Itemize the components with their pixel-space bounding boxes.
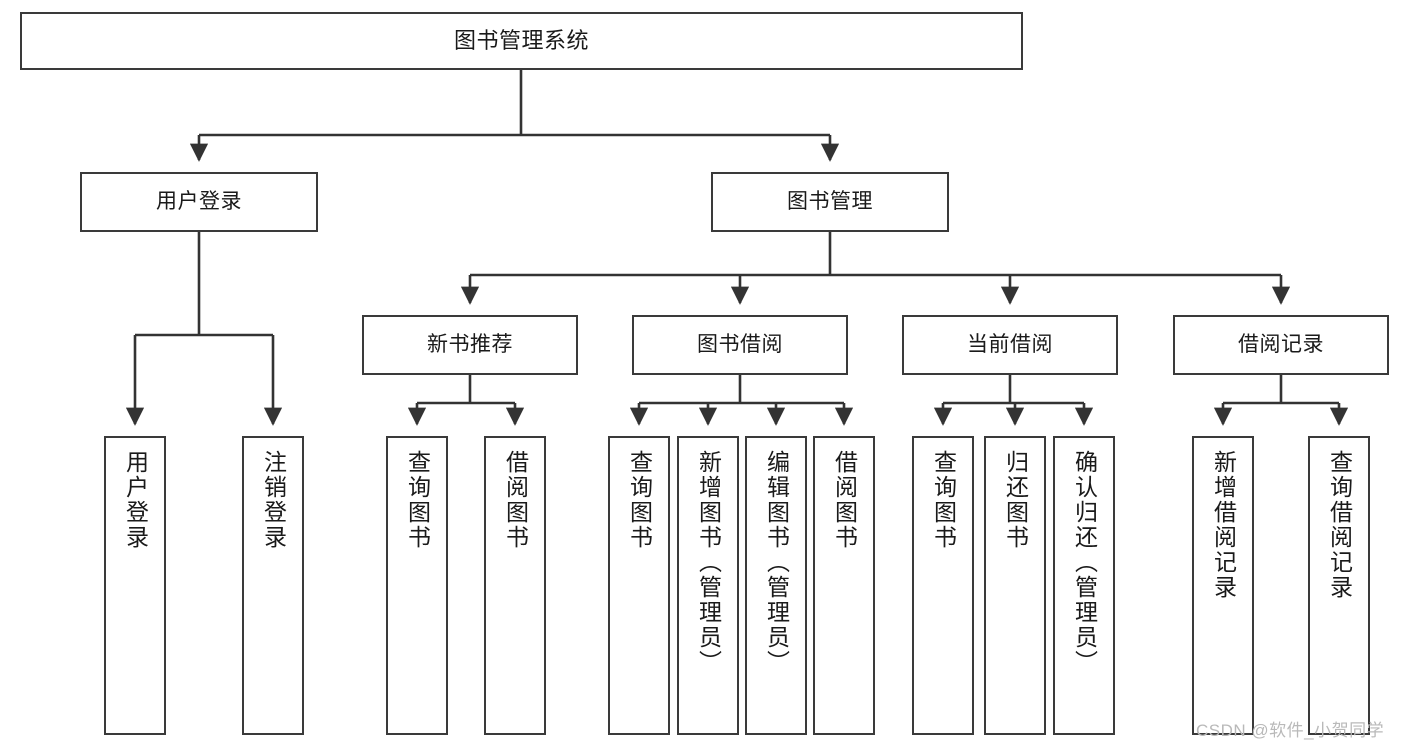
leaf-borrow-book-label: 借阅图书 xyxy=(831,450,858,550)
node-book-management[interactable]: 图书管理 xyxy=(711,172,949,232)
leaf-add-borrow-record[interactable]: 新增借阅记录 xyxy=(1192,436,1254,735)
node-root-label: 图书管理系统 xyxy=(453,28,589,54)
node-new-book-recommend[interactable]: 新书推荐 xyxy=(362,315,578,375)
node-book-borrow-label: 图书借阅 xyxy=(697,332,783,356)
leaf-query-book-borrow[interactable]: 查询图书 xyxy=(608,436,670,735)
node-user-login[interactable]: 用户登录 xyxy=(80,172,318,232)
leaf-query-borrow-record[interactable]: 查询借阅记录 xyxy=(1308,436,1370,735)
node-new-book-recommend-label: 新书推荐 xyxy=(427,332,513,356)
leaf-add-book-admin[interactable]: 新增图书（管理员） xyxy=(677,436,739,735)
leaf-edit-book-admin[interactable]: 编辑图书（管理员） xyxy=(745,436,807,735)
node-borrow-record[interactable]: 借阅记录 xyxy=(1173,315,1389,375)
leaf-borrow-book-recommend-label: 借阅图书 xyxy=(502,450,529,550)
leaf-confirm-return-admin-label: 确认归还（管理员） xyxy=(1071,450,1098,675)
node-book-borrow[interactable]: 图书借阅 xyxy=(632,315,848,375)
leaf-query-book-current-label: 查询图书 xyxy=(930,450,957,550)
node-current-borrow-label: 当前借阅 xyxy=(967,332,1053,356)
leaf-edit-book-admin-label: 编辑图书（管理员） xyxy=(763,450,790,675)
leaf-add-book-admin-label: 新增图书（管理员） xyxy=(695,450,722,675)
leaf-borrow-book-recommend[interactable]: 借阅图书 xyxy=(484,436,546,735)
leaf-query-borrow-record-label: 查询借阅记录 xyxy=(1326,450,1353,600)
leaf-query-book-recommend[interactable]: 查询图书 xyxy=(386,436,448,735)
node-borrow-record-label: 借阅记录 xyxy=(1238,332,1324,356)
node-current-borrow[interactable]: 当前借阅 xyxy=(902,315,1118,375)
leaf-query-book-current[interactable]: 查询图书 xyxy=(912,436,974,735)
node-user-login-label: 用户登录 xyxy=(156,189,242,213)
leaf-query-book-borrow-label: 查询图书 xyxy=(626,450,653,550)
leaf-return-book-label: 归还图书 xyxy=(1002,450,1029,550)
node-root[interactable]: 图书管理系统 xyxy=(20,12,1023,70)
leaf-borrow-book[interactable]: 借阅图书 xyxy=(813,436,875,735)
leaf-user-login-label: 用户登录 xyxy=(122,450,149,550)
leaf-return-book[interactable]: 归还图书 xyxy=(984,436,1046,735)
leaf-query-book-recommend-label: 查询图书 xyxy=(404,450,431,550)
leaf-confirm-return-admin[interactable]: 确认归还（管理员） xyxy=(1053,436,1115,735)
node-book-management-label: 图书管理 xyxy=(787,189,873,213)
leaf-add-borrow-record-label: 新增借阅记录 xyxy=(1210,450,1237,600)
leaf-user-logout[interactable]: 注销登录 xyxy=(242,436,304,735)
csdn-watermark: CSDN @软件_小贺同学 xyxy=(1196,721,1385,740)
leaf-user-logout-label: 注销登录 xyxy=(260,450,287,550)
leaf-user-login[interactable]: 用户登录 xyxy=(104,436,166,735)
